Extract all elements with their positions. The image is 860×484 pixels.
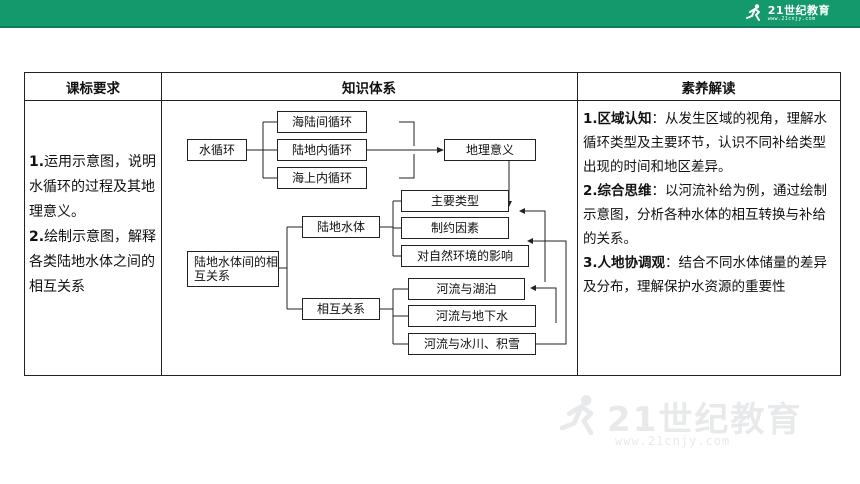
watermark-url: www.21cnjy.com (615, 434, 731, 448)
logo-url: www.21cnjy.com (767, 15, 816, 22)
column-divider-2 (577, 73, 578, 375)
column-divider-1 (161, 73, 162, 375)
header-row-divider (25, 100, 840, 101)
node-cycle-type: 陆地内循环 (277, 139, 367, 161)
header-bar (0, 0, 860, 26)
watermark-runner-icon (559, 395, 594, 436)
content-table: 课标要求 知识体系 素养解读 1.运用示意图，说明水循环的过程及其地理意义。 2… (24, 72, 841, 376)
literacy-item: 1.区域认知：从发生区域的视角，理解水循环类型及主要环节，认识不同补给类型出现的… (583, 111, 828, 175)
watermark-text: 21世纪教育 (607, 400, 803, 440)
header-requirements: 课标要求 (66, 80, 120, 97)
node-land-water: 陆地水体 (302, 216, 380, 238)
requirement-item: 2.绘制示意图，解释各类陆地水体之间的相互关系 (29, 229, 157, 295)
brand-logo: 21世纪教育 www.21cnjy.com (744, 3, 830, 23)
node-land-water-item: 主要类型 (401, 190, 509, 212)
node-cycle-type: 海上内循环 (277, 167, 367, 189)
header-underline (0, 26, 860, 28)
literacy-item: 2.综合思维：以河流补给为例，通过绘制示意图，分析各种水体的相互转换与补给的关系… (583, 183, 828, 247)
requirement-item: 1.运用示意图，说明水循环的过程及其地理意义。 (29, 154, 157, 220)
node-mutual-relation: 相互关系 (302, 298, 380, 320)
node-land-water-item: 制约因素 (401, 217, 509, 239)
watermark: 21世纪教育 www.21cnjy.com (555, 388, 855, 458)
diagram-connectors (247, 121, 567, 345)
header-knowledge-system: 知识体系 (342, 80, 396, 97)
node-mutual-item: 河流与湖泊 (408, 278, 525, 300)
logo-text: 21世纪教育 (767, 3, 830, 17)
runner-icon (745, 4, 760, 21)
node-land-water-item: 对自然环境的影响 (401, 245, 529, 267)
header-literacy: 素养解读 (681, 80, 736, 97)
node-cycle-type: 海陆间循环 (277, 111, 367, 133)
node-relation-root: 陆地水体间的相互关系 (187, 251, 279, 287)
requirements-cell: 1.运用示意图，说明水循环的过程及其地理意义。 2.绘制示意图，解释各类陆地水体… (29, 150, 159, 300)
node-geo-significance: 地理意义 (444, 139, 536, 161)
literacy-item: 3.人地协调观：结合不同水体储量的差异及分布，理解保护水资源的重要性 (583, 255, 828, 295)
node-water-cycle: 水循环 (187, 139, 247, 161)
node-mutual-item: 河流与冰川、积雪 (408, 333, 536, 355)
node-mutual-item: 河流与地下水 (408, 305, 536, 327)
literacy-cell: 1.区域认知：从发生区域的视角，理解水循环类型及主要环节，认识不同补给类型出现的… (583, 107, 838, 299)
